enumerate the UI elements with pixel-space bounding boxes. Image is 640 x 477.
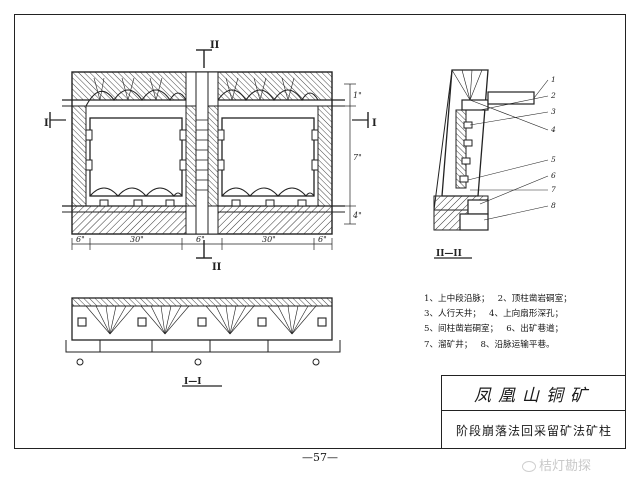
drawing-legend: 1、上中段沿脉； 2、顶柱凿岩硐室； 3、人行天井； 4、上向扇形深孔； 5、间柱凿…: [424, 292, 572, 353]
main-section-dimensions: 6" 30" 6" 30" 6" 1" 7" 4": [76, 91, 362, 244]
watermark-text: 桔灯勘探: [539, 459, 592, 474]
callout-number: 7: [551, 185, 556, 194]
legend-item: 8、沿脉运输平巷。: [480, 339, 555, 350]
legend-row: 5、间柱凿岩硐室； 6、出矿巷道；: [424, 322, 572, 337]
dim-label: 30": [130, 235, 144, 244]
watermark: 桔灯勘探: [522, 455, 591, 474]
main-section-view: [49, 49, 369, 259]
dim-label: 6": [196, 235, 205, 244]
cut-label-I-left: I: [44, 118, 49, 129]
dim-label: 7": [353, 153, 362, 162]
callout-number: 4: [550, 125, 556, 134]
legend-item: 4、上向扇形深孔；: [489, 309, 564, 320]
title-block: 凤凰山铜矿 阶段崩落法回采留矿法矿柱: [441, 375, 626, 449]
section-I-view: [65, 297, 341, 387]
legend-item: 2、顶柱凿岩硐室；: [497, 294, 572, 304]
legend-item: 5、间柱凿岩硐室；: [424, 324, 499, 335]
cut-label-I-right: I: [372, 118, 377, 129]
page-number: —57—: [302, 451, 338, 464]
legend-row: 1、上中段沿脉； 2、顶柱凿岩硐室；: [424, 292, 572, 307]
dim-label: 4": [352, 211, 362, 220]
section-II-view: [433, 69, 549, 259]
drawing-sheet-border: [14, 14, 626, 449]
legend-item: 6、出矿巷道；: [506, 324, 564, 335]
callout-number: 6: [551, 171, 556, 180]
mining-method-title: 阶段崩落法回采留矿法矿柱: [455, 423, 612, 438]
legend-row: 7、溜矿井； 8、沿脉运输平巷。: [424, 338, 572, 353]
callout-number: 8: [551, 201, 556, 210]
section-II-caption: II—II: [436, 249, 462, 259]
section-I-caption: I—I: [184, 377, 201, 387]
dim-label: 30": [262, 235, 276, 244]
mine-name: 凤凰山铜矿: [442, 376, 626, 411]
cut-label-II-top: II: [210, 40, 220, 51]
dim-label: 1": [353, 91, 362, 100]
legend-item: 7、溜矿井；: [424, 339, 473, 350]
legend-row: 3、人行天井； 4、上向扇形深孔；: [424, 307, 572, 322]
dim-label: 6": [318, 235, 327, 244]
dim-label: 6": [76, 235, 85, 244]
cut-label-II-bottom: II: [212, 262, 222, 273]
legend-item: 3、人行天井；: [424, 309, 482, 320]
callout-number: 2: [550, 91, 556, 100]
section-II-callouts: 1 2 3 4 5 6 7 8: [550, 75, 556, 210]
wechat-logo-icon: [522, 461, 536, 472]
cut-line-labels: II II I I: [44, 40, 377, 273]
callout-number: 5: [551, 155, 556, 164]
callout-number: 3: [551, 107, 556, 116]
callout-number: 1: [551, 75, 556, 84]
legend-item: 1、上中段沿脉；: [424, 294, 490, 304]
